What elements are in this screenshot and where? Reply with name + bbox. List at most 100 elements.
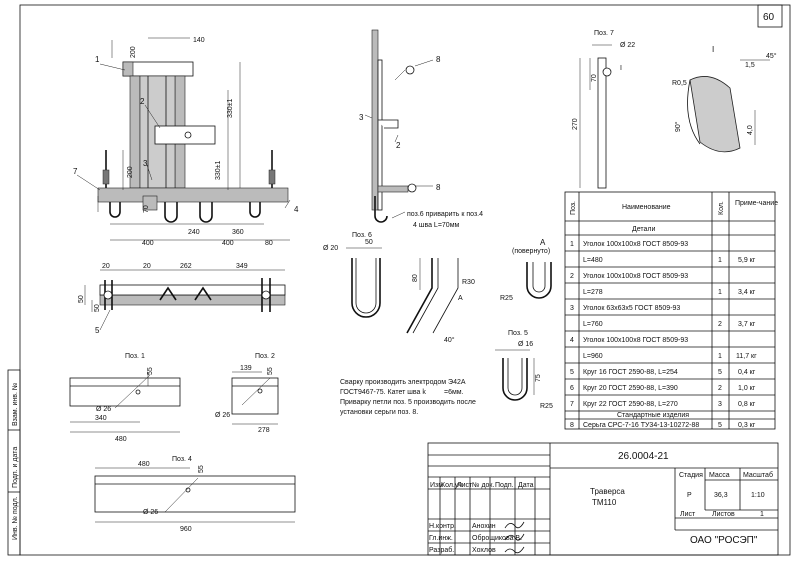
spec-row-name: L=760 [583,321,603,328]
sheet-frame [19,4,791,556]
dim-200-bottom: 200 [127,166,134,178]
note-line-2: ГОСТ9467-75. Катет шва k [340,389,426,396]
pos2-dim-55: 55 [267,367,274,375]
spec-row-pos: 7 [570,401,574,408]
pos4-dim-d26: Ø 26 [143,509,158,516]
drawing-title-line1: Траверса [590,487,625,496]
dim-330-b: 330±1 [215,160,222,180]
spec-row-note: 1,0 кг [738,385,756,392]
spec-row-qty: 5 [718,369,722,376]
pos6-label: Поз. 6 [352,232,372,239]
pos1-view: Поз. 1 55 340 480 Ø 26 [69,353,181,443]
plan-dim-20-b: 20 [143,263,151,270]
dim-240: 240 [188,229,200,236]
callout-3: 3 [143,159,148,168]
pos4-dim-55: 55 [198,465,205,473]
dim-330-a: 330±1 [227,98,234,118]
callout-3-side: 3 [359,113,364,122]
dim-80: 80 [265,240,273,247]
detail-dim-40: 4,0 [747,125,754,135]
plan-dim-262: 262 [180,263,192,270]
spec-header-pos: Поз. [570,201,577,215]
sign-role-nkontr: Н.контр. [429,523,456,530]
mass-label: Масса [709,472,730,479]
detail-i-label: I [712,45,714,54]
callout-7: 7 [73,167,78,176]
spec-row-note: 3,4 кг [738,289,756,296]
specification-table: Поз. Наименование Кол. Приме-чание Детал… [564,191,778,430]
callout-2: 2 [140,97,145,106]
spec-row-name: L=480 [583,257,603,264]
spec-row-qty: 1 [718,353,722,360]
pos7-label: Поз. 7 [594,30,614,37]
spec-row-pos: 3 [570,305,574,312]
pos2-dim-278: 278 [258,427,270,434]
spec-row-qty: 1 [718,289,722,296]
plan-dim-50-b: 50 [94,304,101,312]
spec-row-pos: 8 [570,422,574,429]
spec-row-name: Круг 20 ГОСТ 2590-88, L=390 [583,385,678,392]
pos2-dim-139: 139 [240,365,252,372]
pos2-dim-d26: Ø 26 [215,412,230,419]
callout-8-bottom: 8 [436,183,441,192]
sign-name-3: Хохлов [472,547,496,554]
signature-mark-1 [504,521,525,529]
sign-name-2: Оброщикова В. [472,534,522,542]
spec-row-qty: 5 [718,422,722,429]
signature-mark-3 [504,546,525,554]
spec-row-note: 11,7 кг [736,353,757,360]
sheet-number-box: 60 [757,4,783,28]
pos6-dim-50: 50 [365,239,373,246]
note-line-2b: =6мм. [444,389,464,396]
spec-row-qty: 2 [718,385,722,392]
title-block: 26.0004-21 Траверса ТМ110 Стадия Масса М… [427,442,779,556]
note-line-3: Приварку петли поз. 5 производить после [340,399,476,406]
pos5-label: Поз. 5 [508,330,528,337]
pos1-dim-55: 55 [147,367,154,375]
pos6-dim-r30: R30 [462,279,475,286]
note-line-4: установки серьги поз. 8. [340,409,418,416]
spec-row-note: 0,3 кг [738,422,756,429]
spec-row-qty: 3 [718,401,722,408]
stage-value: Р [687,492,692,499]
pos1-dim-480: 480 [115,436,127,443]
rev-header-podp: Подп. [495,482,514,489]
pos7-dim-d22: Ø 22 [620,42,635,49]
spec-row-name: Уголок 100х100х8 ГОСТ 8509-93 [583,273,688,280]
spec-row-note: 0,8 кг [738,401,756,408]
pos7-view: Поз. 7 Ø 22 70 270 I [572,30,635,189]
callout-8-top: 8 [436,55,441,64]
mass-value: 36,3 [714,492,728,499]
scale-value: 1:10 [751,492,765,499]
rev-header-izm: Изм [430,482,443,489]
pos7-dim-270: 270 [572,118,579,130]
pos2-label: Поз. 2 [255,353,275,360]
pos5-view: Поз. 5 Ø 16 75 R25 [495,330,553,410]
side-view: 3 2 8 8 поз.6 приварить к поз.4 4 шва L=… [359,29,483,229]
detail-dim-90deg: 90° [674,121,682,132]
sign-role-glinzh: Гл.инж. [429,535,453,542]
dim-70: 70 [143,205,150,213]
pos4-label: Поз. 4 [172,456,192,463]
rev-header-date: Дата [518,482,534,489]
plan-dim-349: 349 [236,263,248,270]
sign-name-1: Анохин [472,523,496,530]
view-a-label: А [540,238,546,247]
sheet-number: 60 [763,12,775,23]
drawing-number: 26.0004-21 [618,451,669,462]
pos4-dim-480: 480 [138,461,150,468]
spec-row-qty: 2 [718,321,722,328]
main-assembly-view: 140 200 330±1 330±1 200 70 240 360 400 4… [73,37,299,331]
pos1-dim-d26: Ø 26 [96,406,111,413]
pos1-label: Поз. 1 [125,353,145,360]
weld-note-line2: 4 шва L=70мм [413,222,460,229]
plan-dim-50-a: 50 [78,295,85,303]
pos2-view: Поз. 2 139 55 278 Ø 26 [215,353,279,434]
sign-role-razrab: Разраб. [429,546,454,554]
spec-header-qty: Кол. [718,201,725,215]
detail-dim-45deg: 45° [766,52,777,60]
side-stamp-podp-data: Подп. и дата [12,447,19,488]
spec-row-name: L=960 [583,353,603,360]
spec-row-name: Уголок 100х100х8 ГОСТ 8509-93 [583,241,688,248]
